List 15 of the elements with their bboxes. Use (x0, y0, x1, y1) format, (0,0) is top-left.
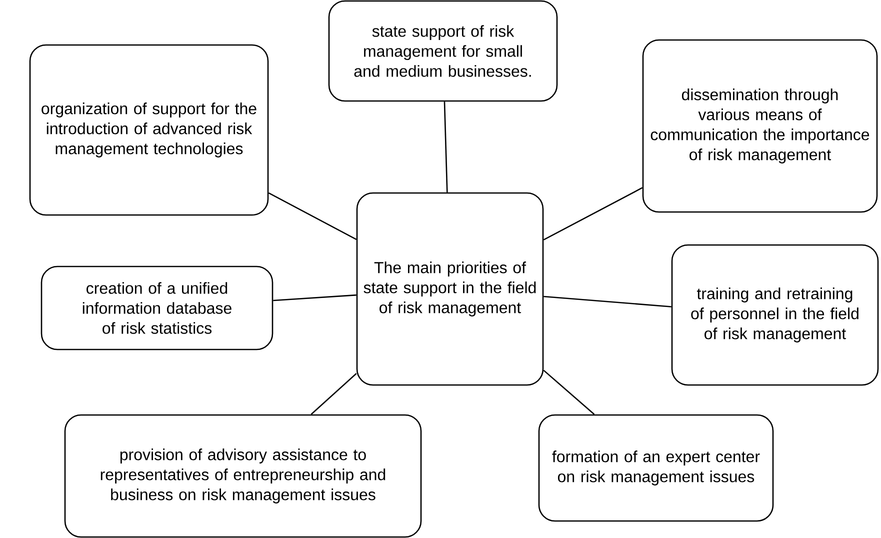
text-box: creation of a unified information database of risk statistics (40, 266, 274, 350)
text-box: organization of support for the introduction of advanced risk management technologies (29, 44, 269, 216)
connector-line (543, 370, 595, 415)
connector-line (273, 294, 356, 302)
connector-line (543, 187, 643, 240)
text-box: provision of advisory assistance to representatives of entrepreneurship and business on risk management issues (64, 414, 422, 538)
connector-line (544, 296, 672, 308)
connector-line (268, 192, 357, 240)
text-box: formation of an expert center on risk management issues (538, 414, 774, 522)
text-box: dissemination through various means of communication the importance of risk management (642, 39, 878, 213)
text-box: training and retraining of personnel in the field of risk management (671, 244, 879, 386)
connector-line (444, 102, 448, 192)
connector-line (310, 373, 357, 415)
text-box: state support of risk management for small and medium businesses. (328, 0, 558, 102)
text-box: The main priorities of state support in the field of risk management (356, 192, 544, 386)
